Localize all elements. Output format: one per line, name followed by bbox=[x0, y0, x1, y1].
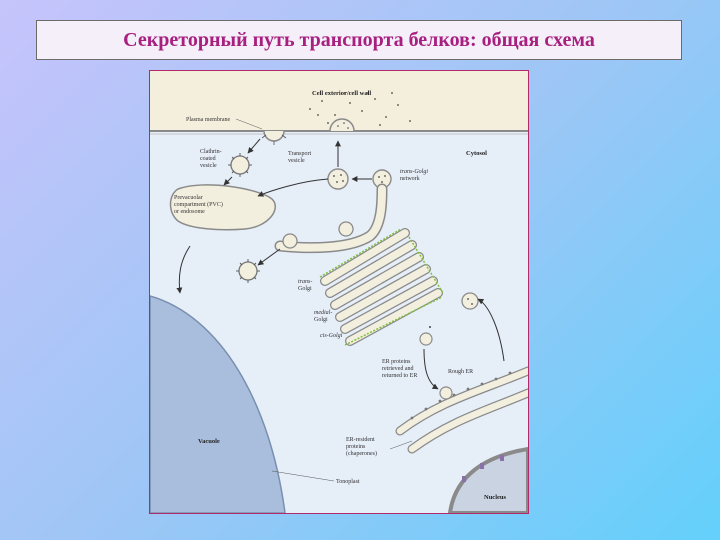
label-plasma-membrane: Plasma membrane bbox=[186, 117, 230, 123]
label-er-resident-1: ER-resident bbox=[346, 437, 375, 443]
label-cell-exterior: Cell exterior/cell wall bbox=[312, 90, 371, 97]
clathrin-coated-vesicle bbox=[228, 153, 252, 177]
label-rough-er: Rough ER bbox=[448, 369, 473, 375]
cis-vesicle bbox=[419, 332, 433, 346]
secretory-pathway-figure: Cell exterior/cell wall Plasma membrane … bbox=[149, 70, 529, 514]
label-clathrin-3: vesicle bbox=[200, 163, 217, 169]
label-pvc-1: Prevacuolar bbox=[174, 195, 203, 201]
label-er-retrieval-1: ER proteins bbox=[382, 359, 411, 365]
label-vacuole: Vacuole bbox=[198, 438, 220, 445]
nucleus bbox=[447, 446, 528, 513]
slide-title: Секреторный путь транспорта белков: обща… bbox=[36, 20, 682, 60]
label-tgn-2: network bbox=[400, 176, 420, 182]
label-tgn-1: trans-Golgi bbox=[400, 169, 428, 175]
golgi-stack bbox=[319, 228, 444, 346]
label-er-retrieval-3: returned to ER bbox=[382, 373, 417, 379]
label-er-resident-3: (chaperones) bbox=[346, 450, 377, 457]
label-nucleus: Nucleus bbox=[484, 494, 507, 501]
vacuole bbox=[150, 295, 286, 513]
pathway-arrows bbox=[176, 138, 505, 390]
er-derived-vesicle bbox=[461, 292, 479, 310]
label-pvc-2: compartment (PVC) bbox=[174, 201, 223, 208]
secretory-pathway-diagram: Cell exterior/cell wall Plasma membrane … bbox=[150, 71, 528, 513]
transport-vesicle bbox=[327, 168, 349, 190]
label-medial-golgi-1: medial- bbox=[314, 310, 332, 316]
label-clathrin-2: coated bbox=[200, 156, 216, 162]
label-transport-1: Transport bbox=[288, 151, 311, 157]
label-transport-2: vesicle bbox=[288, 158, 305, 164]
label-clathrin-1: Clathrin- bbox=[200, 149, 222, 155]
prevacuolar-compartment bbox=[169, 184, 276, 231]
label-cis-golgi: cis-Golgi bbox=[320, 333, 343, 339]
clathrin-coated-vesicle-lower bbox=[236, 259, 260, 283]
label-medial-golgi-2: Golgi bbox=[314, 317, 328, 323]
label-er-retrieval-2: retrieved and bbox=[382, 366, 413, 372]
label-trans-golgi-1: trans- bbox=[298, 279, 312, 285]
label-pvc-3: or endosome bbox=[174, 209, 205, 215]
label-trans-golgi-2: Golgi bbox=[298, 286, 312, 292]
secreted-particles bbox=[309, 92, 411, 126]
rough-er bbox=[395, 366, 528, 454]
label-er-resident-2: proteins bbox=[346, 444, 366, 450]
label-cytosol: Cytosol bbox=[466, 150, 487, 157]
label-tonoplast: Tonoplast bbox=[336, 479, 360, 485]
